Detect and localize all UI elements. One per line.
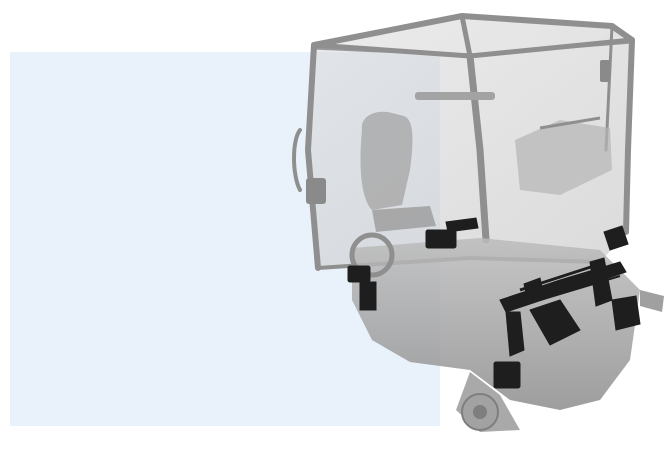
operator-seat — [360, 111, 436, 232]
steering-console — [515, 116, 612, 195]
mounting-components — [347, 217, 641, 389]
cab-details — [306, 60, 610, 204]
